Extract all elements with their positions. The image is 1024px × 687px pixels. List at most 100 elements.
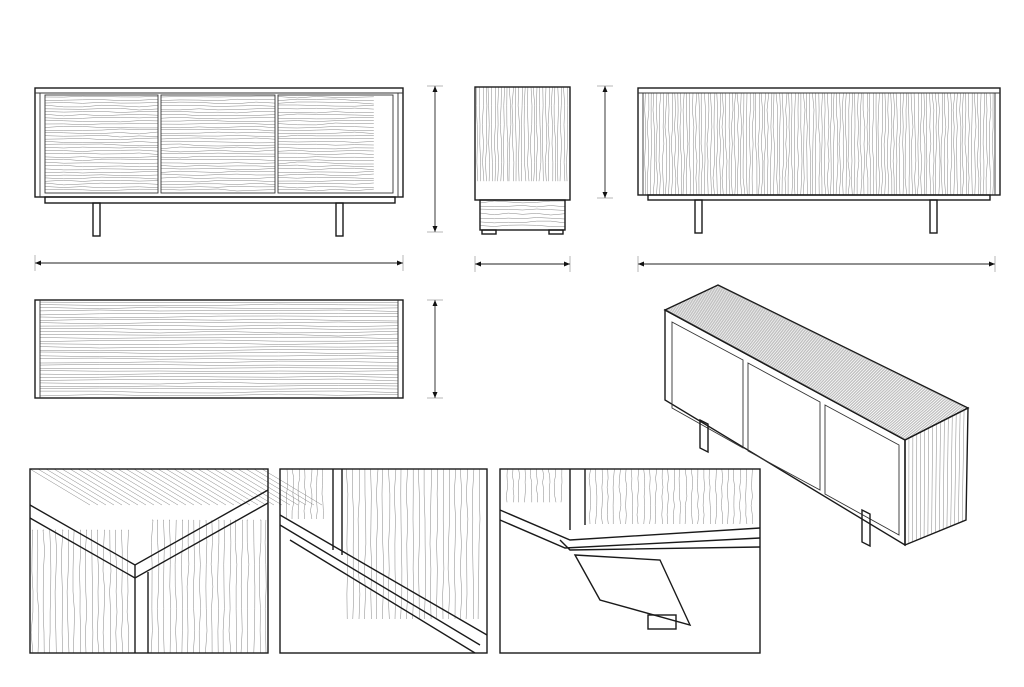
- wood-grain-line: [883, 92, 886, 196]
- wood-grain-line: [160, 149, 276, 153]
- wood-grain-line: [708, 468, 711, 524]
- wood-grain-line: [521, 86, 523, 182]
- arrowhead: [638, 261, 644, 267]
- wood-grain-line: [702, 468, 705, 525]
- wood-grain-line: [508, 86, 512, 182]
- wood-grain-line: [835, 92, 839, 196]
- wood-grain-line: [697, 468, 700, 525]
- wood-grain-line: [979, 92, 982, 196]
- wood-grain-line: [606, 468, 609, 525]
- wood-grain-line: [676, 304, 920, 433]
- wood-grain-line: [48, 529, 52, 654]
- wood-grain-line: [39, 315, 398, 319]
- wood-grain-line: [277, 176, 374, 180]
- wood-grain-line: [671, 306, 913, 437]
- wood-grain-line: [39, 390, 399, 394]
- wood-grain-line: [321, 468, 324, 520]
- wood-grain-line: [165, 468, 227, 506]
- wood-grain-line: [39, 333, 399, 337]
- wood-grain-line: [709, 288, 959, 414]
- wood-grain-line: [44, 146, 159, 149]
- wood-grain-line: [692, 92, 695, 196]
- wood-grain-line: [205, 468, 267, 506]
- wood-grain-line: [544, 86, 548, 182]
- wood-grain-line: [566, 86, 569, 182]
- wood-grain-line: [39, 301, 398, 303]
- wood-grain-line: [53, 468, 115, 506]
- wood-grain-line: [160, 176, 276, 179]
- wood-grain-line: [277, 107, 374, 110]
- side-elevation: [474, 86, 571, 235]
- wood-grain-line: [851, 92, 853, 196]
- wood-grain-line: [66, 529, 70, 654]
- wood-grain-line: [44, 141, 159, 143]
- wood-grain-line: [160, 95, 275, 98]
- wood-grain-line: [701, 292, 950, 418]
- wood-grain-line: [213, 468, 275, 506]
- wood-grain-line: [532, 86, 536, 182]
- wood-grain-line: [44, 180, 159, 182]
- wood-grain-line: [666, 309, 907, 440]
- wood-grain-line: [277, 129, 374, 131]
- wood-grain-line: [102, 529, 106, 654]
- wood-grain-line: [157, 468, 219, 506]
- wood-grain-line: [487, 86, 490, 182]
- wood-grain-line: [808, 92, 812, 196]
- wood-grain-line: [806, 92, 808, 196]
- wood-grain-line: [39, 373, 399, 376]
- wood-grain-line: [115, 529, 118, 654]
- wood-grain-line: [643, 468, 646, 525]
- wood-grain-line: [700, 292, 948, 419]
- wood-grain-line: [465, 468, 469, 620]
- wood-grain-line: [690, 297, 936, 425]
- wood-grain-line: [72, 529, 75, 654]
- wood-grain-line: [716, 285, 967, 410]
- isometric-view: [663, 284, 970, 548]
- wood-grain-line: [763, 92, 766, 196]
- wood-grain-line: [160, 107, 276, 111]
- wood-grain-line: [536, 468, 538, 503]
- wood-grain-line: [39, 393, 399, 397]
- wood-grain-line: [222, 519, 225, 654]
- wood-grain-line: [937, 92, 941, 196]
- wood-grain-line: [44, 104, 159, 108]
- wood-grain-line: [44, 98, 159, 102]
- wood-grain-line: [44, 161, 159, 165]
- wood-grain-line: [205, 519, 208, 654]
- wood-grain-line: [687, 299, 932, 427]
- detail-corner: [29, 468, 269, 654]
- wood-grain-line: [472, 468, 475, 620]
- wood-grain-line: [229, 468, 291, 506]
- wood-grain-line: [198, 519, 201, 654]
- wood-grain-line: [715, 468, 717, 525]
- wood-grain-line: [750, 468, 754, 525]
- wood-grain-line: [751, 92, 755, 196]
- wood-grain-line: [746, 92, 748, 196]
- wood-grain-line: [787, 92, 791, 195]
- wood-grain-line: [976, 92, 980, 196]
- wood-grain-line: [277, 188, 374, 192]
- wood-grain-line: [186, 519, 190, 654]
- wood-grain-line: [529, 468, 533, 503]
- wood-grain-line: [160, 162, 276, 165]
- wood-grain-line: [174, 519, 178, 654]
- wood-grain-line: [96, 529, 100, 654]
- wood-grain-line: [181, 468, 243, 506]
- wood-grain-line: [889, 92, 893, 196]
- wood-grain-line: [668, 307, 910, 438]
- wood-grain-line: [39, 346, 399, 349]
- wood-grain-line: [684, 468, 688, 525]
- wood-grain-line: [904, 92, 907, 196]
- wood-grain-line: [715, 286, 965, 410]
- wood-grain-line: [696, 294, 943, 422]
- wood-grain-line: [160, 122, 276, 126]
- wood-grain-line: [700, 92, 704, 196]
- wood-grain-line: [973, 92, 977, 196]
- wood-grain-line: [44, 158, 159, 162]
- wood-grain-line: [961, 92, 964, 196]
- wood-grain-line: [91, 529, 94, 654]
- wood-grain-line: [950, 92, 953, 196]
- wood-grain-line: [160, 137, 276, 140]
- wood-grain-line: [877, 92, 880, 196]
- wood-grain-line: [730, 92, 734, 196]
